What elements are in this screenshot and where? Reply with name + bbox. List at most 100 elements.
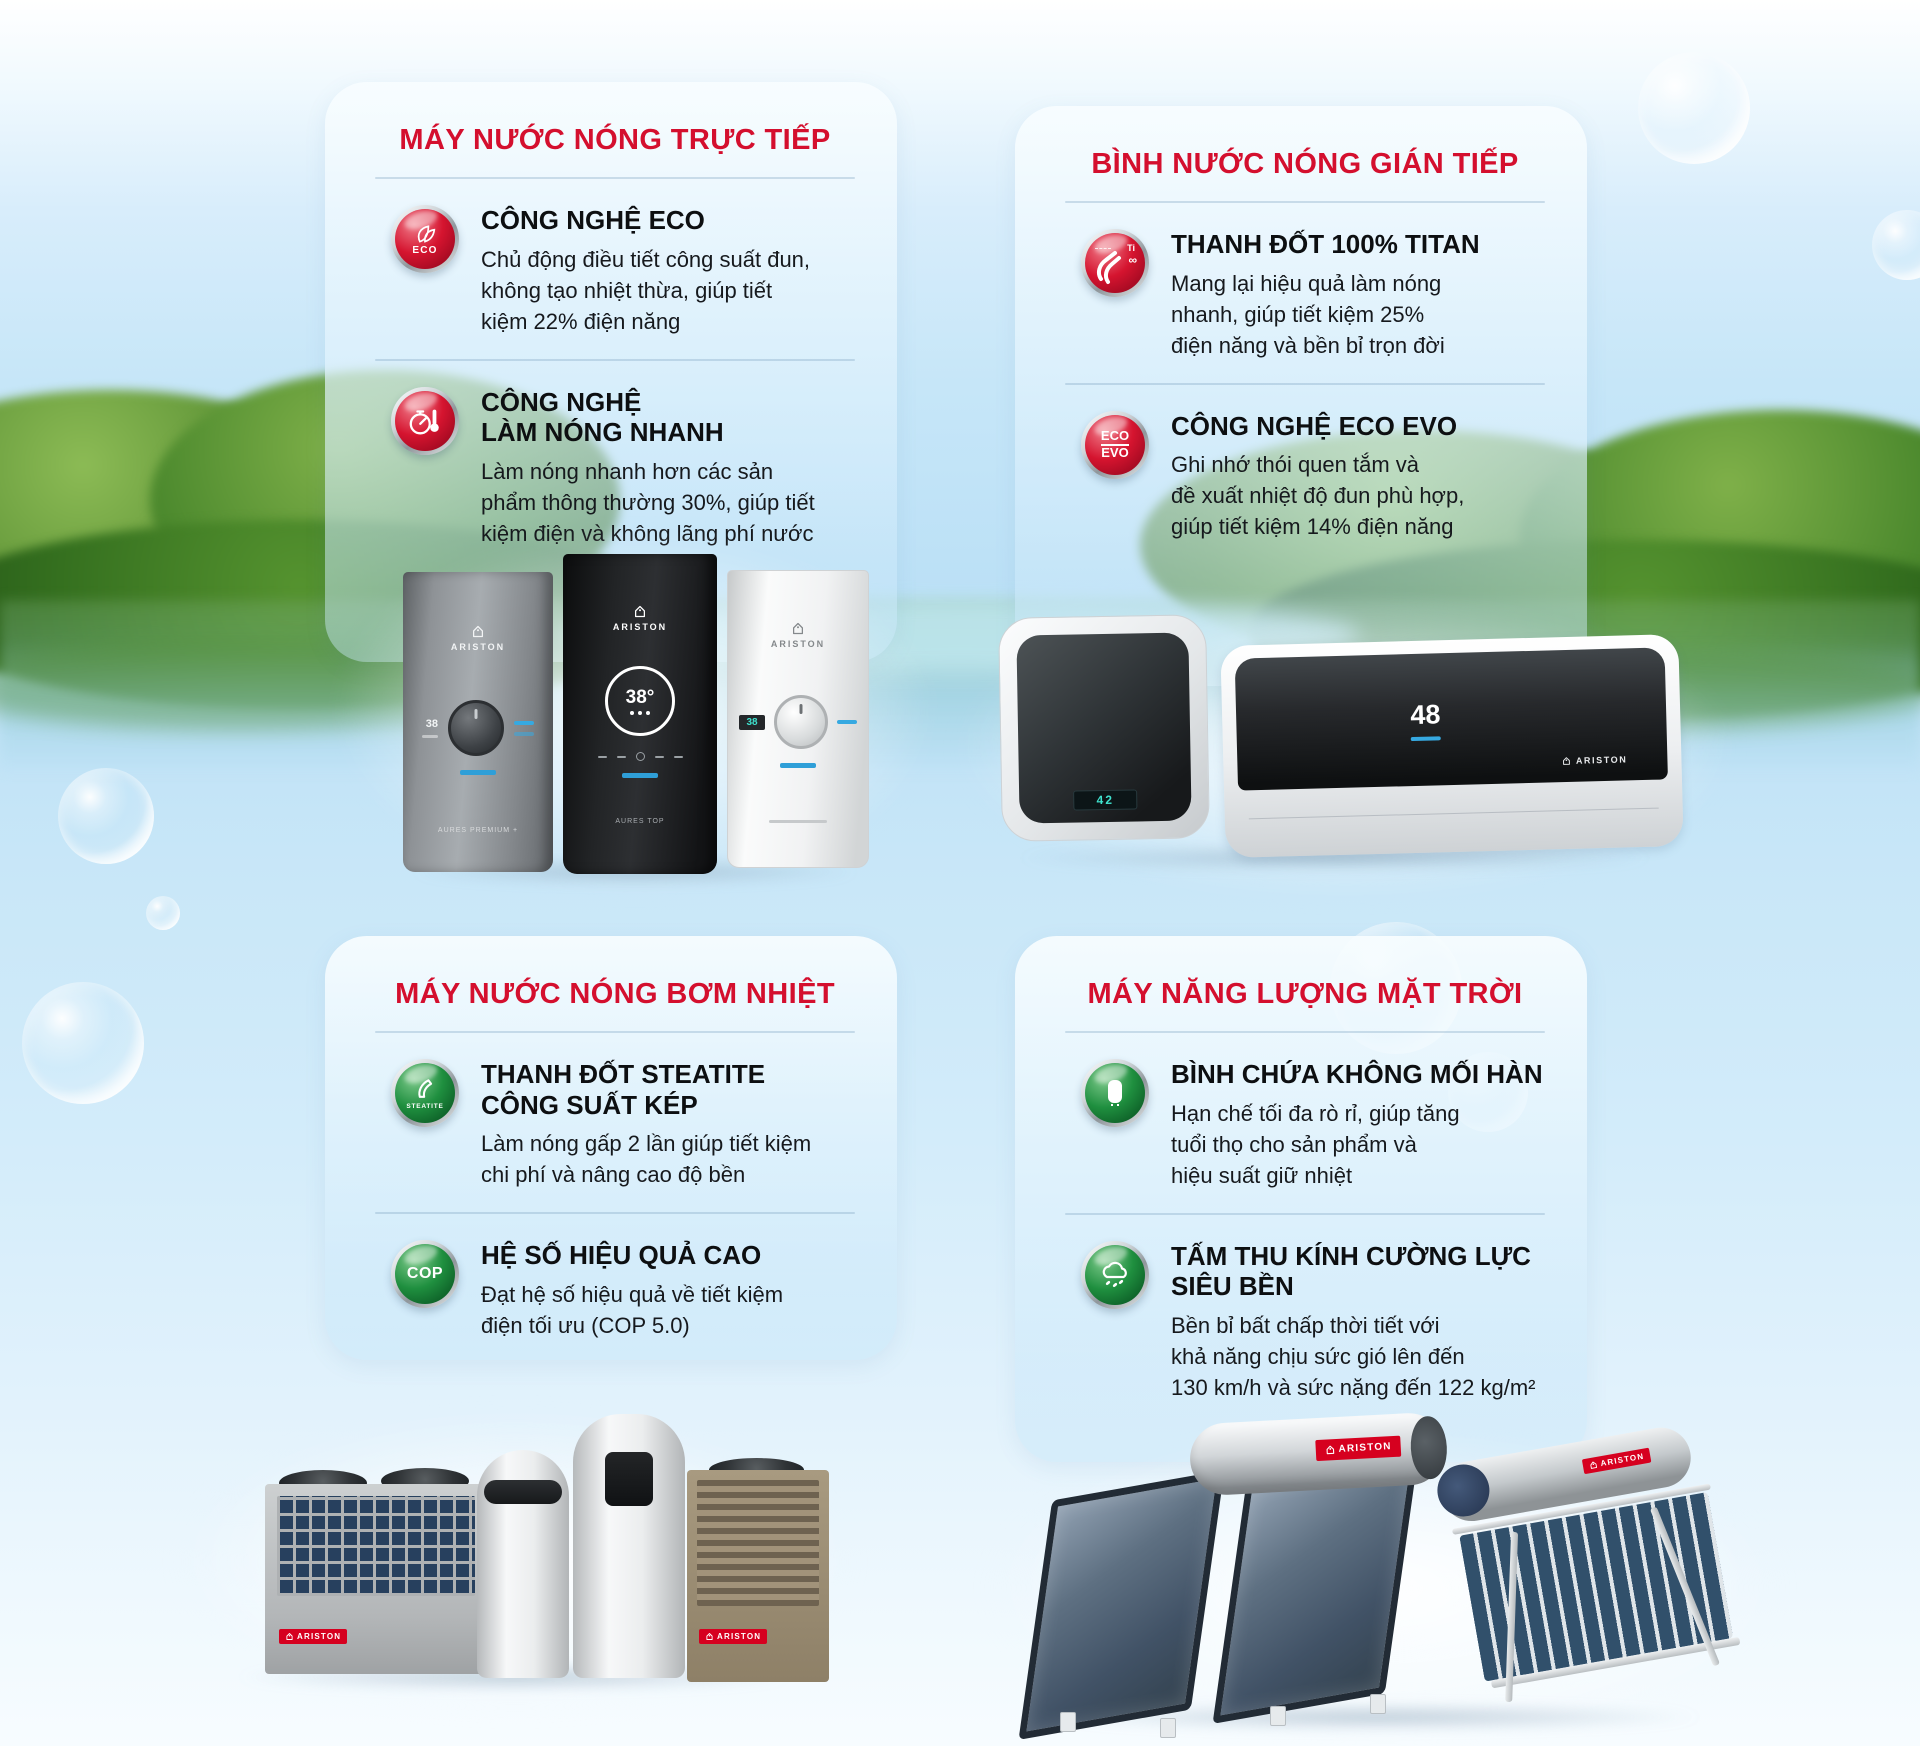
divider xyxy=(1065,1212,1545,1215)
led-indicator xyxy=(837,720,857,724)
led-indicator xyxy=(514,720,534,725)
instant-heater-white: ARISTON 38 xyxy=(727,570,869,868)
leaf-glyph xyxy=(417,224,436,243)
ariston-badge: ARISTON xyxy=(699,1629,768,1644)
model-label-line xyxy=(769,820,827,823)
mounting-foot xyxy=(1160,1718,1176,1738)
temperature-knob xyxy=(774,695,828,749)
unit-body: ARISTON xyxy=(265,1484,511,1677)
house-icon xyxy=(1326,1445,1335,1455)
instant-heater-black: ARISTON 38° AURES TOP xyxy=(563,554,717,874)
feature-description: Ghi nhớ thói quen tắm và đề xuất nhiệt đ… xyxy=(1171,452,1465,540)
feature-description: Mang lại hiệu quả làm nóng nhanh, giúp t… xyxy=(1171,270,1445,358)
digital-display: 38° xyxy=(605,666,675,736)
card-solar-water-heater: MÁY NĂNG LƯỢNG MẶT TRỜI BÌNH CHỨA KHÔNG … xyxy=(1015,936,1587,1462)
house-icon xyxy=(635,605,645,618)
commercial-heat-pump-tan: ARISTON xyxy=(687,1458,829,1682)
control-cluster: 38 xyxy=(422,700,534,756)
feature-description: Bền bỉ bất chấp thời tiết với khả năng c… xyxy=(1171,1313,1536,1401)
ariston-logo: ARISTON xyxy=(451,624,505,652)
feature-eco-evo: ECO EVO CÔNG NGHỆ ECO EVO Ghi nhớ thói q… xyxy=(1059,410,1551,543)
top-control-band xyxy=(484,1480,562,1504)
heat-pump-product-group: ARISTON ARISTON xyxy=(175,1392,855,1712)
ariston-badge: ARISTON xyxy=(1581,1447,1652,1475)
feature-description: Chủ động điều tiết công suất đun, không … xyxy=(481,246,811,334)
badge-label: ECO xyxy=(412,244,438,256)
led-bar xyxy=(622,773,658,778)
feature-title: THANH ĐỐT STEATITE CÔNG SUẤT KÉP xyxy=(481,1059,766,1120)
collector-panel xyxy=(1212,1454,1419,1724)
eco-leaves-icon: ECO xyxy=(391,205,459,273)
glass-front-panel: 48 ARISTON xyxy=(1234,647,1668,791)
divider xyxy=(375,358,855,361)
feature-seamless-tank: BÌNH CHỨA KHÔNG MỐI HÀN Hạn chế tối đa r… xyxy=(1059,1059,1551,1191)
mounting-foot xyxy=(1370,1694,1386,1714)
feature-title: TẤM THU KÍNH CƯỜNG LỰC SIÊU BỀN xyxy=(1171,1240,1531,1302)
tank-end-cap xyxy=(1433,1460,1494,1521)
badge-label: ∞ xyxy=(1128,253,1137,267)
feature-description: Đạt hệ số hiệu quả về tiết kiệm điện tối… xyxy=(481,1282,784,1339)
badge-label: COP xyxy=(406,1265,444,1283)
storage-heaters-product-group: 42 48 ARISTON xyxy=(955,598,1735,898)
steatite-rod-icon: STEATITE xyxy=(391,1059,459,1127)
ariston-badge: ARISTON xyxy=(279,1629,348,1644)
ariston-logo: ARISTON xyxy=(1562,754,1628,766)
control-panel xyxy=(605,1452,653,1506)
model-label: AURES TOP xyxy=(615,818,665,825)
stopwatch-glyph xyxy=(409,409,439,435)
mounting-foot xyxy=(1060,1712,1076,1732)
feature-steatite-rod: STEATITE THANH ĐỐT STEATITE CÔNG SUẤT KÉ… xyxy=(369,1059,861,1190)
ariston-logo: ARISTON xyxy=(771,621,825,649)
led-bar xyxy=(1410,736,1442,742)
feature-title: CÔNG NGHỆ ECO EVO xyxy=(1171,410,1458,441)
water-bubble xyxy=(1638,52,1750,164)
card-storage-water-heater: BÌNH NƯỚC NÓNG GIÁN TIẾP Ti ∞ xyxy=(1015,106,1587,686)
display-dots xyxy=(630,710,650,715)
mounting-foot xyxy=(1270,1706,1286,1726)
cop-icon: COP xyxy=(391,1240,459,1309)
panel-seam xyxy=(1248,807,1659,820)
badge-label: STEATITE xyxy=(406,1102,444,1110)
led-bar xyxy=(780,763,816,768)
commercial-heat-pump-gray: ARISTON xyxy=(265,1468,511,1677)
touch-controls xyxy=(597,752,683,761)
feature-fast-heating: CÔNG NGHỆ LÀM NÓNG NHANH Làm nóng nhanh … xyxy=(369,386,861,549)
evacuated-tube-collector: ARISTON xyxy=(1416,1398,1783,1746)
card-title: MÁY NĂNG LƯỢNG MẶT TRỜI xyxy=(1087,978,1523,1010)
feature-titan-heating-rod: Ti ∞ THANH ĐỐT 100% TITAN Mang lại hiệu … xyxy=(1059,229,1551,361)
storage-heater-wide: 48 ARISTON xyxy=(1220,634,1684,858)
heat-pump-cylinder-tall xyxy=(573,1414,685,1678)
feature-description: Hạn chế tối đa rò rỉ, giúp tăng tuổi thọ… xyxy=(1171,1100,1460,1188)
collector-panel xyxy=(1018,1470,1225,1740)
heating-rod-glyph xyxy=(418,1079,433,1098)
card-heat-pump: MÁY NƯỚC NÓNG BƠM NHIỆT STEATITE THANH Đ… xyxy=(325,936,897,1360)
heat-pump-cylinder-small xyxy=(477,1450,569,1678)
house-icon xyxy=(286,1633,293,1640)
feature-title: CÔNG NGHỆ LÀM NÓNG NHANH xyxy=(481,386,724,448)
led-display: 48 xyxy=(1410,699,1442,742)
feature-description: Làm nóng gấp 2 lần giúp tiết kiệm chi ph… xyxy=(481,1131,812,1188)
house-icon xyxy=(706,1633,713,1640)
house-icon xyxy=(1563,757,1571,765)
temperature-knob xyxy=(448,700,504,756)
feature-tempered-glass: TẤM THU KÍNH CƯỜNG LỰC SIÊU BỀN Bền bỉ b… xyxy=(1059,1240,1551,1403)
coil-grid xyxy=(277,1496,475,1596)
led-indicator xyxy=(514,731,534,736)
card-title: MÁY NƯỚC NÓNG TRỰC TIẾP xyxy=(399,124,831,156)
water-bubble xyxy=(58,768,154,864)
badge-label: ECO xyxy=(1100,428,1130,447)
ariston-badge: ARISTON xyxy=(1315,1435,1402,1462)
model-label: AURES PREMIUM + xyxy=(437,827,519,834)
divider xyxy=(375,1212,855,1215)
divider xyxy=(1065,201,1545,203)
solar-storage-tank: ARISTON xyxy=(1188,1411,1449,1497)
titan-heating-rod-icon: Ti ∞ xyxy=(1081,229,1149,297)
feature-eco-technology: ECO CÔNG NGHỆ ECO Chủ động điều tiết côn… xyxy=(369,205,861,337)
ariston-logo: ARISTON xyxy=(613,604,667,632)
solar-heater-product-group: ARISTON ARISTON xyxy=(985,1411,1785,1746)
instant-heater-gray: ARISTON 38 AURES PREMIUM + xyxy=(403,572,553,872)
divider xyxy=(375,177,855,179)
water-bubble xyxy=(22,982,144,1104)
stopwatch-thermometer-icon xyxy=(391,386,459,455)
